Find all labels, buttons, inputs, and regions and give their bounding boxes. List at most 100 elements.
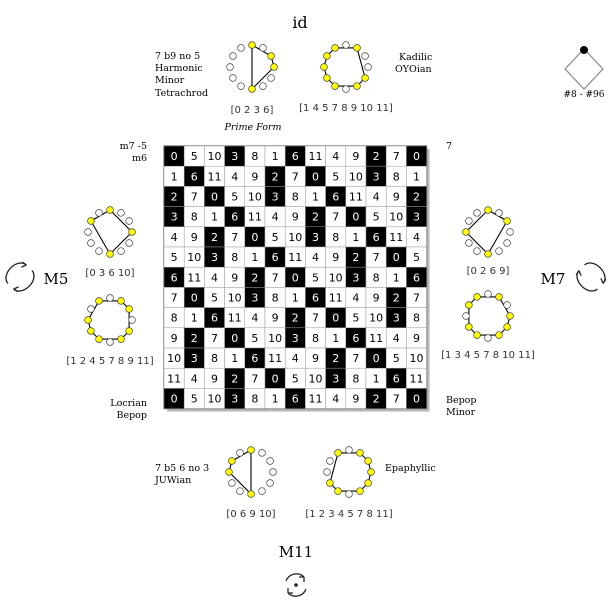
pitch-class-dot	[106, 294, 114, 302]
matrix-cell-value: 6	[272, 251, 279, 264]
pitch-class-clock	[323, 446, 375, 498]
pitch-class-clock	[462, 290, 514, 342]
matrix-cell-value: 1	[272, 150, 279, 163]
matrix-tr-label: 7	[446, 141, 452, 152]
pitch-class-dot	[267, 52, 275, 60]
pitch-class-dot	[117, 209, 125, 217]
matrix-cell-value: 9	[272, 312, 279, 325]
pitch-class-dot	[228, 457, 236, 465]
pitch-class-dot	[125, 239, 133, 247]
matrix-cell-value: 2	[211, 231, 218, 244]
set-polygon	[465, 209, 508, 255]
matrix-cell-value: 5	[191, 150, 198, 163]
matrix-cell-value: 3	[231, 393, 238, 406]
matrix-cell-value: 8	[413, 312, 420, 325]
matrix-cell-value: 5	[171, 251, 178, 264]
matrix-cell-value: 0	[352, 211, 359, 224]
matrix-cell-value: 0	[373, 352, 380, 365]
pitch-class-dot	[495, 247, 503, 255]
pitch-class-dot	[225, 468, 233, 476]
pitch-class-dot	[128, 228, 136, 236]
pitch-class-dot	[353, 82, 361, 90]
matrix-cell-value: 9	[292, 211, 299, 224]
matrix-cell-value: 8	[312, 332, 319, 345]
label-m7: M7	[541, 270, 566, 288]
name-bottom-right-1: Epaphyllic	[385, 463, 436, 474]
matrix-cell-value: 10	[389, 211, 403, 224]
set-polygon	[90, 209, 133, 255]
matrix-cell-value: 9	[312, 352, 319, 365]
pitch-class-dot	[125, 327, 133, 335]
pitch-class-dot	[465, 301, 473, 309]
pitch-class-dot	[117, 297, 125, 305]
matrix-cell-value: 4	[272, 211, 279, 224]
matrix-cell-value: 8	[292, 191, 299, 204]
pitch-class-clock	[225, 446, 277, 498]
matrix-br-label-2: Minor	[446, 407, 476, 418]
pitch-class-dot	[473, 293, 481, 301]
pitch-class-dot	[266, 457, 274, 465]
pitch-class-dot	[248, 85, 256, 93]
matrix-cell-value: 7	[413, 292, 420, 305]
pitch-class-dot	[361, 52, 369, 60]
pitch-class-dot	[95, 247, 103, 255]
matrix-cell-value: 0	[191, 292, 198, 305]
pitch-class-dot	[331, 82, 339, 90]
matrix-cell-value: 4	[231, 170, 238, 183]
pitch-class-dot	[125, 305, 133, 313]
pitch-class-dot	[236, 449, 244, 457]
matrix-cell-value: 0	[312, 170, 319, 183]
pitch-class-dot	[506, 312, 514, 320]
matrix-cell-value: 1	[312, 191, 319, 204]
pitch-class-dot	[248, 41, 256, 49]
matrix-cell-value: 5	[312, 271, 319, 284]
matrix-cell-value: 2	[171, 191, 178, 204]
matrix-cell-value: 3	[272, 191, 279, 204]
matrix-cell-value: 0	[171, 393, 178, 406]
matrix-cell-value: 11	[389, 231, 403, 244]
pitch-class-dot	[465, 323, 473, 331]
pitch-class-clock	[84, 294, 136, 346]
matrix-cell-value: 9	[171, 332, 178, 345]
matrix-cell-value: 1	[251, 251, 258, 264]
matrix-cell-value: 6	[251, 352, 258, 365]
name-top-right-2: OYOian	[395, 64, 432, 75]
pitch-class-dot	[247, 446, 255, 454]
set-polygon	[329, 452, 372, 492]
pitch-class-dot	[258, 487, 266, 495]
set-label-mid-right: [0 2 6 9]	[467, 266, 510, 277]
matrix-cell-value: 11	[228, 312, 242, 325]
set-label-bottom-right: [1 2 3 4 5 7 8 11]	[305, 509, 392, 520]
matrix-cell-value: 1	[191, 312, 198, 325]
pitch-class-dot	[320, 63, 328, 71]
matrix-cell-value: 2	[251, 271, 258, 284]
matrix-cell-value: 0	[211, 191, 218, 204]
matrix-cell-value: 6	[373, 231, 380, 244]
matrix-cell-value: 6	[292, 393, 299, 406]
pitch-class-dot	[331, 44, 339, 52]
matrix-cell-value: 7	[393, 393, 400, 406]
matrix-cell-value: 8	[352, 372, 359, 385]
matrix-cell-value: 10	[369, 312, 383, 325]
pitch-class-dot	[503, 323, 511, 331]
rotate-arrows-icon	[5, 261, 35, 293]
matrix-cell-value: 7	[231, 231, 238, 244]
matrix-cell-value: 4	[413, 231, 420, 244]
matrix-cell-value: 9	[191, 231, 198, 244]
matrix-cell-value: 0	[272, 372, 279, 385]
matrix-cell-value: 2	[231, 372, 238, 385]
set-label-low-right: [1 3 4 5 7 8 10 11]	[441, 350, 535, 361]
matrix-cell-value: 3	[191, 352, 198, 365]
matrix-cell-value: 7	[373, 251, 380, 264]
pitch-class-clock	[226, 41, 278, 93]
matrix-cell-value: 1	[373, 372, 380, 385]
matrix-cell-value: 5	[272, 231, 279, 244]
matrix-cell-value: 5	[292, 372, 299, 385]
matrix-cell-value: 7	[332, 211, 339, 224]
set-label-mid-left: [0 3 6 10]	[85, 268, 134, 279]
matrix-cell-value: 10	[349, 170, 363, 183]
matrix-cell-value: 11	[329, 292, 343, 305]
matrix-cell-value: 9	[332, 251, 339, 264]
